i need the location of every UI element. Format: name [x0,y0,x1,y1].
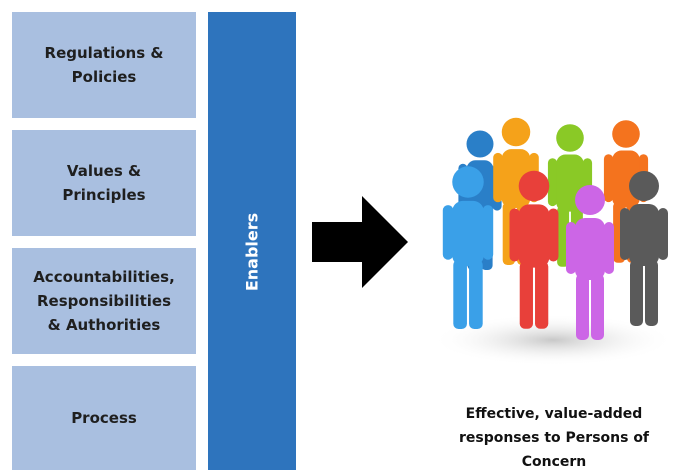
regulations-policies-label: Regulations & Policies [44,44,164,86]
enablers-label: Enablers [242,212,262,292]
person-figure [509,170,559,329]
person-figure [620,171,668,326]
values-principles-box: Values & Principles [12,130,196,236]
values-principles-label: Values & Principles [62,162,146,204]
ground-shadow [431,314,675,366]
enablers-bar: Enablers [208,12,296,470]
accountabilities-label: Accountabilities, Responsibilities & Aut… [33,268,175,334]
accountabilities-box: Accountabilities, Responsibilities & Aut… [12,248,196,354]
person-figure [442,166,494,329]
person-figure [566,185,614,340]
people-group-icon [431,117,675,366]
right-arrow-icon [312,196,408,288]
process-box: Process [12,366,196,470]
process-label: Process [71,409,137,427]
regulations-policies-box: Regulations & Policies [12,12,196,118]
outcome-caption: Effective, value-added responses to Pers… [458,406,650,470]
